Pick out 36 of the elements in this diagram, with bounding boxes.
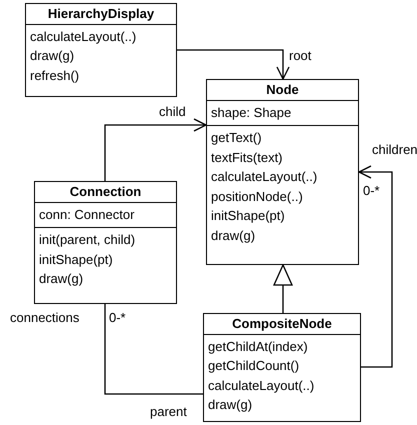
association-arrow xyxy=(177,49,290,80)
association-line xyxy=(104,304,203,395)
method: refresh() xyxy=(30,66,80,85)
role-label: child xyxy=(159,104,186,119)
class-box xyxy=(206,79,359,265)
method: calculateLayout(..) xyxy=(30,28,136,46)
method: init(parent, child) xyxy=(39,231,136,249)
class-box xyxy=(25,3,177,97)
class-name: CompositeNode xyxy=(231,315,333,333)
multiplicity: 0-* xyxy=(109,310,126,325)
method: calculateLayout(..) xyxy=(211,168,318,186)
class-name: Connection xyxy=(68,183,142,201)
method: draw(g) xyxy=(30,47,74,65)
class-name: Node xyxy=(265,81,300,99)
role-label: connections xyxy=(10,310,80,325)
method: draw(g) xyxy=(211,226,256,245)
method: draw(g) xyxy=(39,270,84,288)
association-arrow xyxy=(104,118,207,181)
method: positionNode(..) xyxy=(211,188,303,206)
method: getChildCount() xyxy=(208,357,300,375)
method: getText() xyxy=(211,129,262,147)
attribute: shape: Shape xyxy=(211,104,292,122)
role-label: children xyxy=(372,142,417,157)
inheritance-arrow xyxy=(273,264,293,313)
method: calculateLayout(..) xyxy=(208,376,314,395)
class-box xyxy=(34,181,177,304)
class-name: HierarchyDisplay xyxy=(46,5,156,23)
association-arrow xyxy=(358,165,393,368)
multiplicity: 0-* xyxy=(363,183,380,198)
method: getChildAt(index) xyxy=(208,338,308,356)
method: draw(g) xyxy=(208,396,252,414)
method: initShape(pt) xyxy=(211,207,285,225)
method: textFits(text) xyxy=(211,148,283,167)
method: initShape(pt) xyxy=(39,250,113,269)
class-box xyxy=(203,313,361,422)
attribute: conn: Connector xyxy=(39,206,134,224)
